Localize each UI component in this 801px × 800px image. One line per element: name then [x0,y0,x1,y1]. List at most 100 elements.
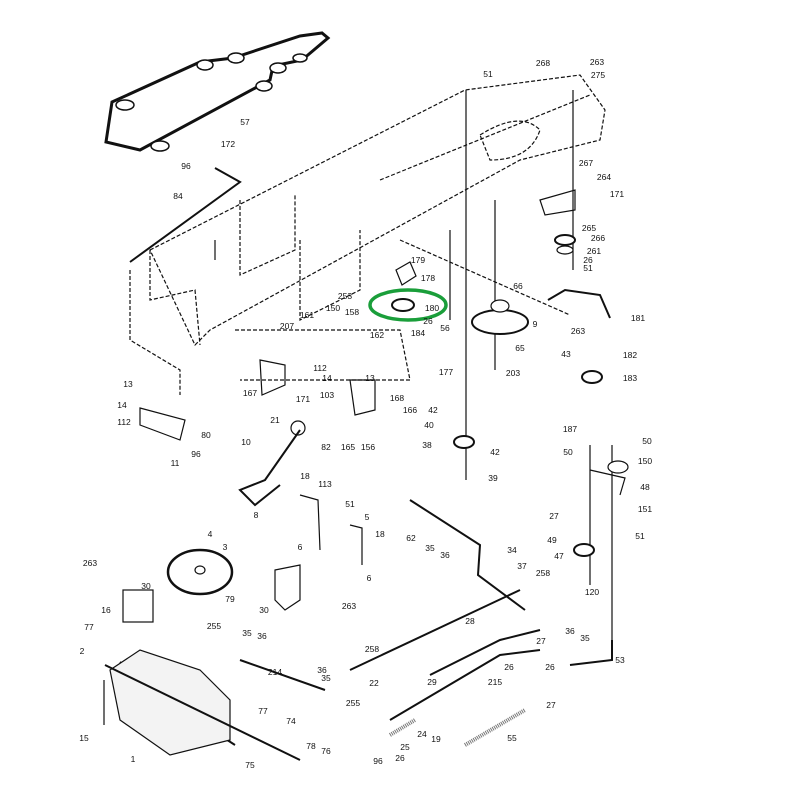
part-number-label: 14 [117,399,127,410]
part-number-label: 5 [364,511,370,522]
part-number-label: 15 [79,732,89,743]
part-number-label: 156 [360,441,376,452]
part-number-label: 13 [123,378,133,389]
part-number-label: 6 [366,572,372,583]
part-number-label: 112 [117,416,131,427]
part-number-label: 171 [295,393,311,404]
part-number-label: 36 [440,549,450,560]
brackets [122,189,626,623]
part-number-label: 18 [300,470,310,481]
part-number-label: 75 [245,759,255,770]
part-number-label: 77 [84,621,94,632]
part-number-label: 27 [536,635,546,646]
part-number-label: 4 [207,528,213,539]
part-number-label: 180 [424,302,440,313]
highlight-ring [368,288,448,322]
part-number-label: 158 [344,306,360,317]
part-number-label: 265 [581,222,597,233]
part-number-label: 96 [181,160,191,171]
part-number-label: 35 [242,627,252,638]
part-number-label: 261 [586,245,602,256]
part-number-label: 214 [267,666,283,677]
part-number-label: 26 [423,315,433,326]
part-number-label: 50 [642,435,652,446]
part-number-label: 151 [637,503,653,514]
part-number-label: 39 [488,472,498,483]
part-number-label: 49 [547,534,557,545]
part-number-label: 56 [440,322,450,333]
part-number-label: 80 [201,429,211,440]
part-number-label: 28 [465,615,475,626]
idler-bracket [395,261,417,286]
part-number-label: 255 [206,620,222,631]
part-number-label: 263 [82,557,98,568]
part-number-label: 47 [554,550,564,561]
part-number-label: 178 [420,272,436,283]
part-number-label: 26 [504,661,514,672]
part-number-label: 36 [317,664,327,675]
part-number-label: 6 [297,541,303,552]
part-number-label: 78 [306,740,316,751]
part-number-label: 76 [321,745,331,756]
part-number-label: 50 [563,446,573,457]
part-number-label: 24 [417,728,427,739]
part-number-label: 263 [341,600,357,611]
part-number-label: 1 [130,753,136,764]
part-number-label: 181 [630,312,646,323]
part-number-label: 30 [259,604,269,615]
part-number-label: 38 [422,439,432,450]
part-number-label: 25 [400,741,410,752]
part-number-label: 253 [337,290,353,301]
spring-25 [388,718,417,737]
part-number-label: 171 [609,188,625,199]
part-number-label: 168 [389,392,405,403]
part-number-label: 51 [635,530,645,541]
part-number-label: 258 [364,643,380,654]
part-number-label: 53 [615,654,625,665]
part-number-label: 182 [622,349,638,360]
part-number-label: 42 [490,446,500,457]
part-number-label: 14 [322,372,332,383]
part-number-label: 34 [507,544,517,555]
part-number-label: 177 [438,366,454,377]
part-number-label: 165 [340,441,356,452]
part-number-label: 55 [507,732,517,743]
part-number-label: 48 [640,481,650,492]
rod-84 [129,167,242,263]
part-number-label: 65 [515,342,525,353]
part-number-label: 26 [583,254,593,265]
part-number-label: 11 [170,457,180,468]
part-number-label: 275 [590,69,606,80]
part-number-label: 51 [483,68,493,79]
part-number-label: 30 [141,580,151,591]
part-number-label: 166 [402,404,418,415]
part-number-label: 96 [191,448,201,459]
part-number-label: 9 [532,318,538,329]
part-number-label: 84 [173,190,183,201]
part-number-label: 113 [318,478,332,489]
part-number-label: 96 [373,755,383,766]
part-number-label: 22 [369,677,379,688]
part-number-label: 187 [562,423,578,434]
part-number-label: 35 [321,672,331,683]
part-number-label: 10 [241,436,251,447]
part-number-label: 112 [313,362,327,373]
part-number-label: 26 [545,661,555,672]
part-number-label: 255 [345,697,361,708]
part-number-label: 27 [546,699,556,710]
part-number-label: 51 [345,498,355,509]
part-number-label: 13 [365,372,375,383]
part-number-label: 258 [535,567,551,578]
part-number-label: 21 [270,414,280,425]
part-number-label: 77 [258,705,268,716]
part-number-label: 161 [299,309,315,320]
part-number-label: 266 [590,232,606,243]
part-number-label: 183 [622,372,638,383]
chassis-frame [129,74,606,395]
part-number-label: 79 [225,593,235,604]
part-number-label: 120 [584,586,600,597]
part-number-label: 19 [431,733,441,744]
part-number-label: 43 [561,348,571,359]
